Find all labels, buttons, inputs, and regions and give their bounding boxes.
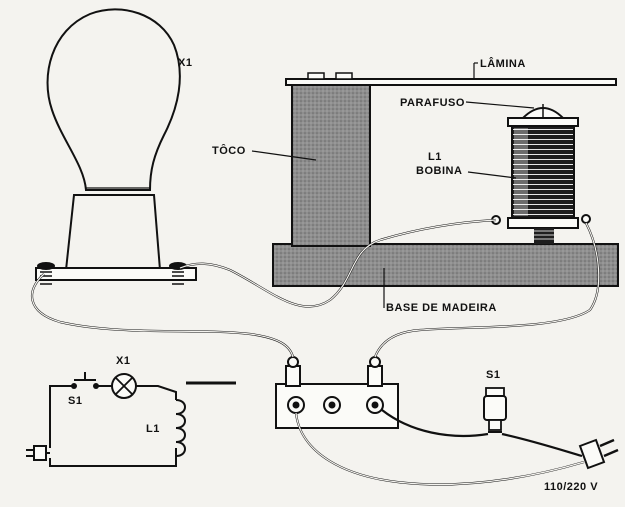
schematic-label-s1: S1	[68, 395, 82, 407]
wood-base	[272, 243, 619, 287]
label-s1-device: S1	[486, 369, 500, 381]
label-voltage: 110/220 V	[544, 481, 598, 493]
schematic-label-x1: X1	[116, 355, 130, 367]
lamp-x1	[35, 8, 197, 285]
power-plug	[578, 438, 619, 470]
terminal-screw-2	[323, 396, 341, 414]
label-lamina: LÂMINA	[480, 57, 526, 70]
terminal-lug-left	[285, 356, 301, 387]
label-bobina: BOBINA	[416, 165, 462, 177]
schematic-inductor	[175, 399, 186, 458]
leader-lines	[251, 62, 535, 308]
coil-top-flange	[507, 117, 579, 127]
schematic-plug	[26, 445, 50, 461]
label-base: BASE DE MADEIRA	[386, 302, 497, 314]
terminal-lug-right	[367, 356, 383, 387]
terminal-strip	[275, 356, 399, 429]
coil-l1	[491, 104, 591, 244]
terminal-screw-3	[366, 396, 384, 414]
label-l1: L1	[428, 151, 442, 163]
switch-s1	[483, 387, 507, 433]
coil-bottom-flange	[507, 217, 579, 229]
lamp-terminal-left	[37, 262, 55, 285]
coil-terminal-right	[581, 214, 591, 224]
schematic-label-l1: L1	[146, 423, 160, 435]
lamp-bulb	[46, 8, 181, 191]
schematic-circuit	[26, 372, 236, 467]
coil-post	[534, 228, 554, 244]
coil-winding	[511, 125, 575, 219]
label-parafuso: PARAFUSO	[400, 97, 465, 109]
label-toco: TÔCO	[212, 144, 246, 157]
label-x1: X1	[178, 57, 192, 69]
lamp-base-plate	[35, 267, 197, 281]
wiring	[30, 218, 600, 486]
toco-block	[291, 83, 371, 247]
schematic-lamp	[111, 373, 137, 399]
lamina-strip	[285, 78, 617, 86]
terminal-screw-1	[287, 396, 305, 414]
lamina-screws	[307, 72, 353, 80]
lamp-socket	[64, 194, 162, 271]
